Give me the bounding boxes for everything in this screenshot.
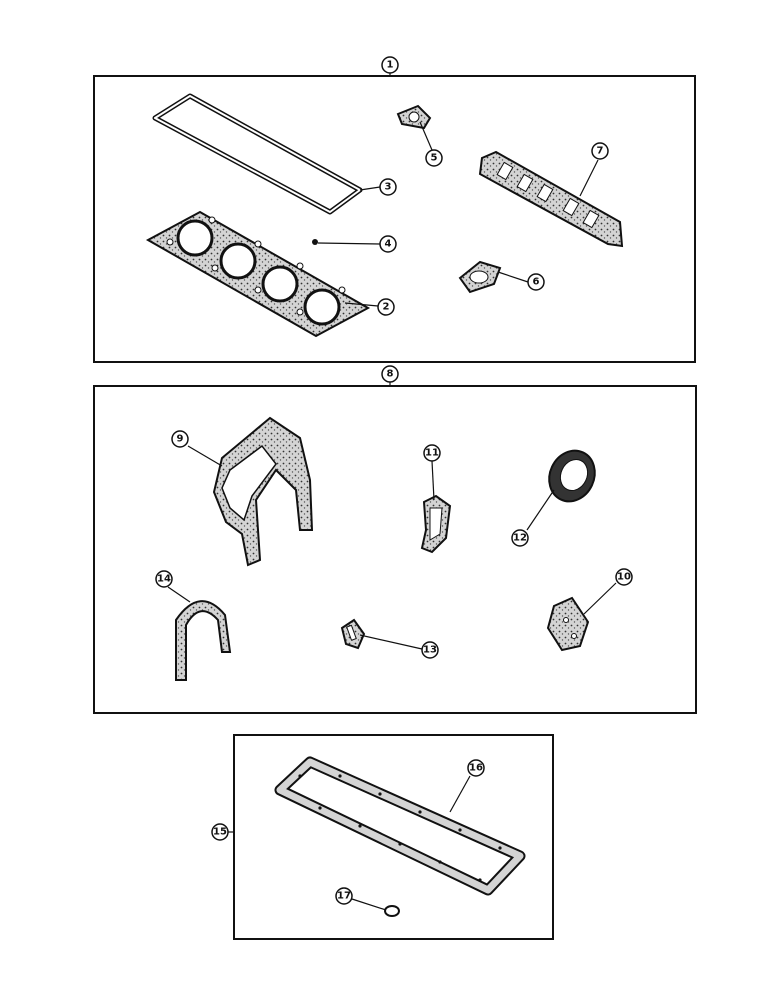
callout-17: 17 <box>335 887 353 905</box>
drain-plug-gasket <box>384 905 400 917</box>
callout-1: 1 <box>381 56 399 74</box>
panel-8-frame <box>93 385 697 714</box>
svg-text:9: 9 <box>177 434 184 445</box>
svg-text:7: 7 <box>597 146 604 157</box>
water-pump-gasket <box>420 494 452 554</box>
svg-text:16: 16 <box>469 763 483 774</box>
svg-text:15: 15 <box>213 827 227 838</box>
oil-pan-gasket <box>274 756 526 896</box>
svg-text:2: 2 <box>383 302 390 313</box>
callout-9: 9 <box>171 430 189 448</box>
callout-12: 12 <box>511 529 529 547</box>
svg-text:3: 3 <box>385 182 392 193</box>
callout-6: 6 <box>527 273 545 291</box>
panel-15-frame <box>233 734 554 940</box>
svg-text:1: 1 <box>387 60 394 71</box>
svg-text:10: 10 <box>617 572 631 583</box>
small-gasket <box>340 618 366 650</box>
callout-3: 3 <box>379 178 397 196</box>
cylinder-head-gasket <box>145 210 371 338</box>
rear-main-seal <box>175 600 232 681</box>
cover-plate-gasket <box>546 596 590 652</box>
callout-2: 2 <box>377 298 395 316</box>
svg-text:4: 4 <box>385 239 392 250</box>
timing-cover-gasket <box>212 416 314 567</box>
panel-8-lower-gasket-set <box>93 385 697 714</box>
svg-text:17: 17 <box>337 891 351 902</box>
outlet-gasket <box>458 260 502 294</box>
callout-14: 14 <box>155 570 173 588</box>
leader-lines <box>167 72 617 911</box>
panel-15-oil-pan-set <box>233 734 554 940</box>
crankshaft-rear-seal <box>548 449 596 503</box>
svg-text:11: 11 <box>425 448 439 459</box>
callout-15: 15 <box>211 823 229 841</box>
callout-10: 10 <box>615 568 633 586</box>
svg-text:13: 13 <box>423 645 437 656</box>
callout-16: 16 <box>467 759 485 777</box>
svg-text:5: 5 <box>431 153 438 164</box>
callout-5: 5 <box>425 149 443 167</box>
callout-8: 8 <box>381 365 399 383</box>
callout-4: 4 <box>379 235 397 253</box>
valve-cover-gasket <box>152 93 363 215</box>
callout-7: 7 <box>591 142 609 160</box>
flange-gasket-small <box>396 104 432 130</box>
svg-text:14: 14 <box>157 574 171 585</box>
callout-13: 13 <box>421 641 439 659</box>
panel-1-upper-gasket-set <box>93 75 696 363</box>
svg-text:12: 12 <box>513 533 527 544</box>
svg-text:8: 8 <box>387 369 394 380</box>
panel-1-frame <box>93 75 696 363</box>
manifold-gasket <box>478 150 624 248</box>
callout-11: 11 <box>423 444 441 462</box>
svg-text:6: 6 <box>533 277 540 288</box>
small-seal-ring <box>312 239 318 245</box>
